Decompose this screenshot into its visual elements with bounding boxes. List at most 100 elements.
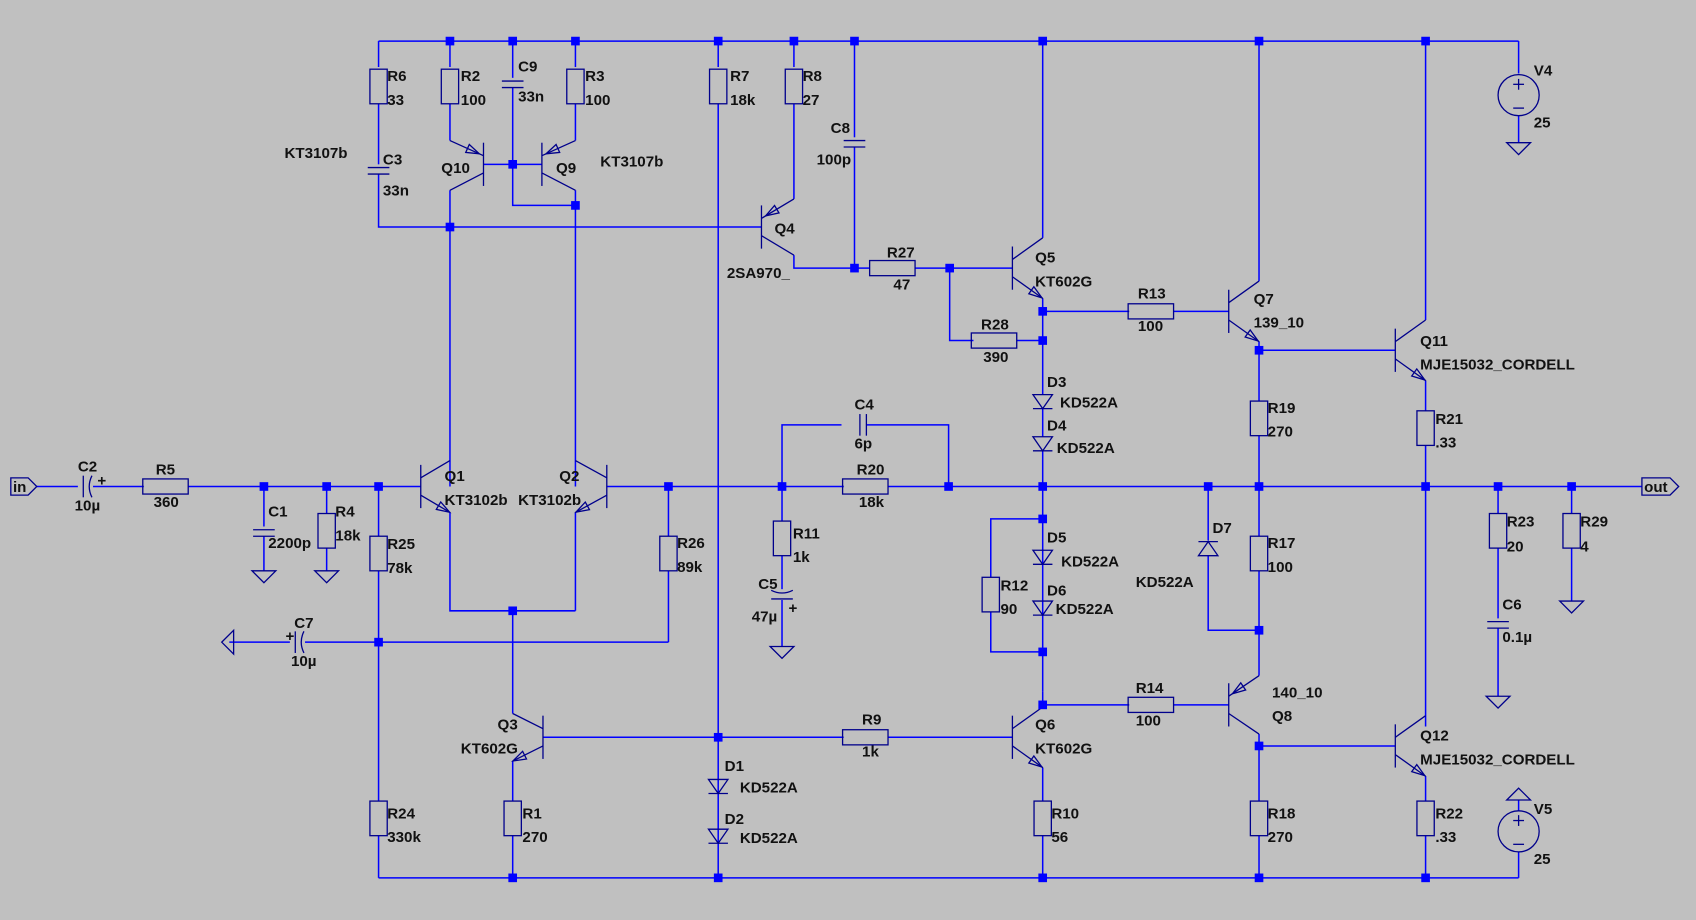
label-Q12-value: MJE15032_CORDELL	[1420, 751, 1575, 768]
label-R8-name: R8	[803, 68, 822, 85]
resistor-R17	[1249, 535, 1269, 572]
junctions	[259, 36, 1576, 883]
label-R12-value: 90	[1001, 601, 1018, 618]
junction-dot	[445, 222, 455, 232]
label-R18-value: 270	[1268, 829, 1293, 846]
lead	[420, 494, 451, 513]
wire	[793, 255, 855, 269]
junction-dot	[508, 606, 518, 616]
label-R7-name: R7	[730, 68, 749, 85]
emitter-arrow	[1230, 681, 1247, 695]
plus-sign: +	[97, 472, 106, 489]
curved-plate	[88, 475, 93, 498]
wire	[1207, 555, 1260, 632]
label-R26-value: 89k	[677, 559, 703, 576]
transistor-Q11	[1394, 319, 1427, 382]
resistor-R23	[1488, 512, 1508, 549]
label-R19-name: R19	[1268, 400, 1296, 417]
label-C3-value: 33n	[383, 183, 409, 200]
port-in-flag	[10, 477, 38, 496]
transistor-Q8	[1228, 675, 1260, 735]
label-C9-value: 33n	[518, 89, 544, 106]
transistor-Q4	[760, 198, 795, 256]
junction-dot	[945, 263, 954, 273]
electrolytic-capacitor-C5: +	[770, 589, 798, 617]
label-R21-value: .33	[1435, 435, 1456, 452]
junction-dot	[1038, 873, 1048, 883]
transistor-Q5	[1011, 237, 1044, 300]
diode-body	[1031, 393, 1054, 410]
label-R20-value: 18k	[859, 494, 885, 511]
label-Q10-value: KT3107b	[284, 145, 347, 162]
label-Q3-name: Q3	[498, 717, 518, 734]
transistor-Q6	[1011, 706, 1044, 769]
label-Q2-value: KT3102b	[518, 492, 581, 509]
emitter-arrow	[544, 143, 561, 155]
wire	[990, 518, 1043, 578]
junction-dot	[777, 482, 787, 491]
electrolytic-capacitor-C2: +	[82, 472, 106, 498]
label-R21-name: R21	[1435, 411, 1463, 428]
resistor-R20	[841, 478, 889, 495]
resistor-R7	[708, 68, 728, 105]
label-D7-value: KD522A	[1136, 574, 1194, 591]
diode-body	[707, 828, 730, 845]
capacitor-C9	[501, 80, 524, 89]
label-Q9-name: Q9	[556, 160, 576, 177]
junction-dot	[571, 201, 580, 210]
lead	[575, 494, 608, 514]
source-circle	[1497, 73, 1540, 117]
diode-D4	[1031, 436, 1054, 452]
label-R10-name: R10	[1051, 805, 1079, 822]
voltage-source-V4	[1497, 73, 1540, 117]
port-in-label: in	[13, 479, 26, 496]
label-Q7-value: 139_10	[1254, 315, 1304, 332]
resistor-R8	[784, 68, 804, 105]
diode-D6	[1031, 600, 1054, 617]
label-Q9-value: KT3107b	[600, 153, 663, 170]
label-V4-name: V4	[1534, 63, 1553, 80]
port-in[interactable]: in	[10, 477, 38, 496]
resistor-R4	[317, 512, 336, 549]
junction-dot	[322, 482, 331, 491]
label-R13-value: 100	[1138, 318, 1163, 335]
junction-dot	[850, 263, 859, 273]
lead	[1394, 715, 1426, 738]
label-Q10-name: Q10	[441, 160, 470, 177]
junction-dot	[1038, 307, 1048, 316]
label-C5-value: 47µ	[752, 609, 778, 626]
source-circle	[1497, 810, 1540, 853]
label-Q2-name: Q2	[559, 468, 579, 485]
label-R17-value: 100	[1268, 559, 1293, 576]
junction-dot	[508, 160, 518, 169]
label-Q3-value: KT602G	[461, 741, 518, 758]
junction-dot	[1421, 873, 1430, 883]
junction-dot	[1038, 36, 1048, 46]
resistor-R10	[1033, 800, 1052, 837]
resistor-R26	[659, 535, 678, 572]
emitter-arrow	[464, 143, 482, 155]
port-out[interactable]: out	[1641, 477, 1680, 496]
ground-icon	[1505, 787, 1533, 801]
diode-D1	[707, 778, 730, 795]
label-Q8-name: Q8	[1272, 708, 1292, 725]
wire	[990, 611, 1043, 653]
resistor-R19	[1249, 400, 1269, 437]
label-D6-value: KD522A	[1056, 601, 1114, 618]
lead	[512, 745, 544, 762]
label-D5-name: D5	[1047, 530, 1066, 547]
emitter-arrow	[1410, 763, 1427, 777]
label-C4-name: C4	[854, 397, 874, 414]
lead	[512, 712, 544, 730]
junction-dot	[508, 36, 518, 46]
label-C9-name: C9	[518, 58, 537, 75]
label-R23-value: 20	[1507, 538, 1524, 555]
label-R20-name: R20	[857, 462, 885, 479]
lead	[1012, 706, 1044, 730]
label-D4-name: D4	[1047, 417, 1067, 434]
junction-dot	[1421, 36, 1430, 46]
emitter-arrow	[1027, 754, 1044, 769]
wire	[1258, 341, 1396, 352]
label-C5-name: C5	[758, 576, 777, 593]
